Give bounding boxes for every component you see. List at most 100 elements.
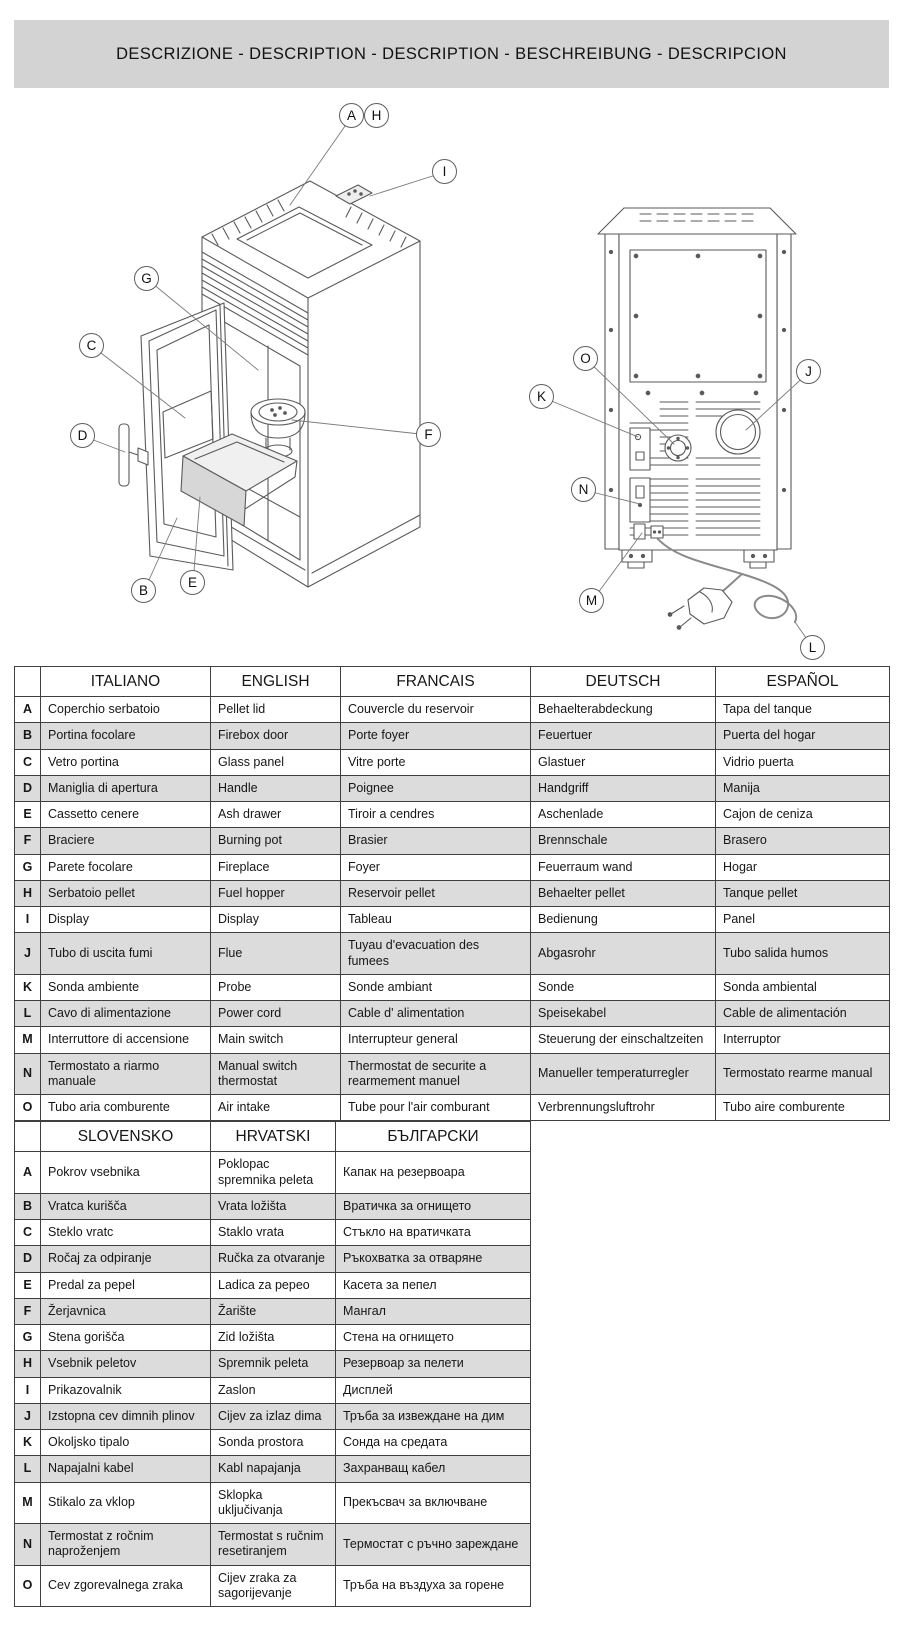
row-key: E	[14, 1271, 41, 1299]
callout-g: G	[134, 266, 159, 291]
table-cell: Захранващ кабел	[335, 1455, 531, 1483]
table-cell: Sonda ambiente	[40, 973, 211, 1002]
callout-h: H	[364, 103, 389, 128]
table-cell: Стена на огнището	[335, 1323, 531, 1352]
row-key: A	[14, 695, 41, 724]
table-cell: Tapa del tanque	[715, 695, 890, 724]
table-cell: Interruttore di accensione	[40, 1026, 211, 1054]
table-cell: Капак на резервоара	[335, 1151, 531, 1194]
table-cell: Termostato rearme manual	[715, 1052, 890, 1095]
column-header: ESPAÑOL	[715, 666, 890, 697]
table-cell: Izstopna cev dimnih plinov	[40, 1402, 211, 1431]
row-key: B	[14, 722, 41, 750]
column-header: SLOVENSKO	[40, 1121, 211, 1153]
table-cell: Cavo di alimentazione	[40, 999, 211, 1028]
row-key: F	[14, 1297, 41, 1326]
callout-a: A	[339, 103, 364, 128]
table-cell: Tubo salida humos	[715, 932, 890, 975]
table-cell: Thermostat de securite a rearmement manu…	[340, 1052, 531, 1095]
table-cell: Coperchio serbatoio	[40, 695, 211, 724]
row-key: J	[14, 932, 41, 975]
row-key: J	[14, 1402, 41, 1431]
table-cell: Žerjavnica	[40, 1297, 211, 1326]
table-cell: Verbrennungsluftrohr	[530, 1093, 716, 1122]
row-key: E	[14, 800, 41, 829]
table-cell: Cable de alimentación	[715, 999, 890, 1028]
table-cell: Cajon de ceniza	[715, 800, 890, 829]
table-cell: Тръба на въздуха за горене	[335, 1564, 531, 1607]
callout-c: C	[79, 333, 104, 358]
table-cell: Тръба за извеждане на дим	[335, 1402, 531, 1431]
callout-n: N	[571, 477, 596, 502]
column-header: ENGLISH	[210, 666, 341, 697]
table-cell: Predal za pepel	[40, 1271, 211, 1299]
table-cell: Касета за пепел	[335, 1271, 531, 1299]
table-cell: Sonda prostora	[210, 1428, 336, 1457]
row-key: K	[14, 1428, 41, 1457]
callout-b: B	[131, 578, 156, 603]
row-key: M	[14, 1481, 41, 1524]
table-cell: Ash drawer	[210, 800, 341, 829]
column-header: HRVATSKI	[210, 1121, 336, 1153]
table-cell: Tuyau d'evacuation des fumees	[340, 932, 531, 975]
row-key: N	[14, 1052, 41, 1095]
table-cell: Foyer	[340, 853, 531, 881]
table-cell: Termostat s ručnim resetiranjem	[210, 1523, 336, 1566]
table-cell: Vrata ložišta	[210, 1192, 336, 1221]
table-cell: Pokrov vsebnika	[40, 1151, 211, 1194]
table-cell: Parete focolare	[40, 853, 211, 881]
table-cell: Braciere	[40, 827, 211, 855]
table-cell: Poignee	[340, 774, 531, 803]
column-header	[14, 1121, 41, 1153]
table-cell: Cijev zraka za sagorijevanje	[210, 1564, 336, 1607]
row-key: C	[14, 748, 41, 776]
row-key: L	[14, 1455, 41, 1483]
table-cell: Speisekabel	[530, 999, 716, 1028]
table-cell: Brasier	[340, 827, 531, 855]
table-cell: Prikazovalnik	[40, 1376, 211, 1404]
row-key: I	[14, 1376, 41, 1404]
table-cell: Poklopac spremnika peleta	[210, 1151, 336, 1194]
table-cell: Zaslon	[210, 1376, 336, 1404]
row-key: G	[14, 853, 41, 881]
callout-l: L	[800, 635, 825, 660]
table-cell: Portina focolare	[40, 722, 211, 750]
table-cell: Cable d' alimentation	[340, 999, 531, 1028]
table-cell: Žarište	[210, 1297, 336, 1326]
table-cell: Termostato a riarmo manuale	[40, 1052, 211, 1095]
row-key: H	[14, 1350, 41, 1378]
table-cell: Fuel hopper	[210, 879, 341, 908]
table-cell: Kabl napajanja	[210, 1455, 336, 1483]
row-key: C	[14, 1218, 41, 1247]
table-cell: Glastuer	[530, 748, 716, 776]
row-key: N	[14, 1523, 41, 1566]
table-cell: Abgasrohr	[530, 932, 716, 975]
callout-k: K	[529, 384, 554, 409]
callout-i: I	[432, 159, 457, 184]
table-cell: Main switch	[210, 1026, 341, 1054]
table-cell: Interruptor	[715, 1026, 890, 1054]
table-cell: Tiroir a cendres	[340, 800, 531, 829]
table-cell: Cijev za izlaz dima	[210, 1402, 336, 1431]
table-cell: Manija	[715, 774, 890, 803]
table-cell: Vratca kurišča	[40, 1192, 211, 1221]
table-cell: Panel	[715, 905, 890, 934]
table-cell: Vetro portina	[40, 748, 211, 776]
table-cell: Aschenlade	[530, 800, 716, 829]
